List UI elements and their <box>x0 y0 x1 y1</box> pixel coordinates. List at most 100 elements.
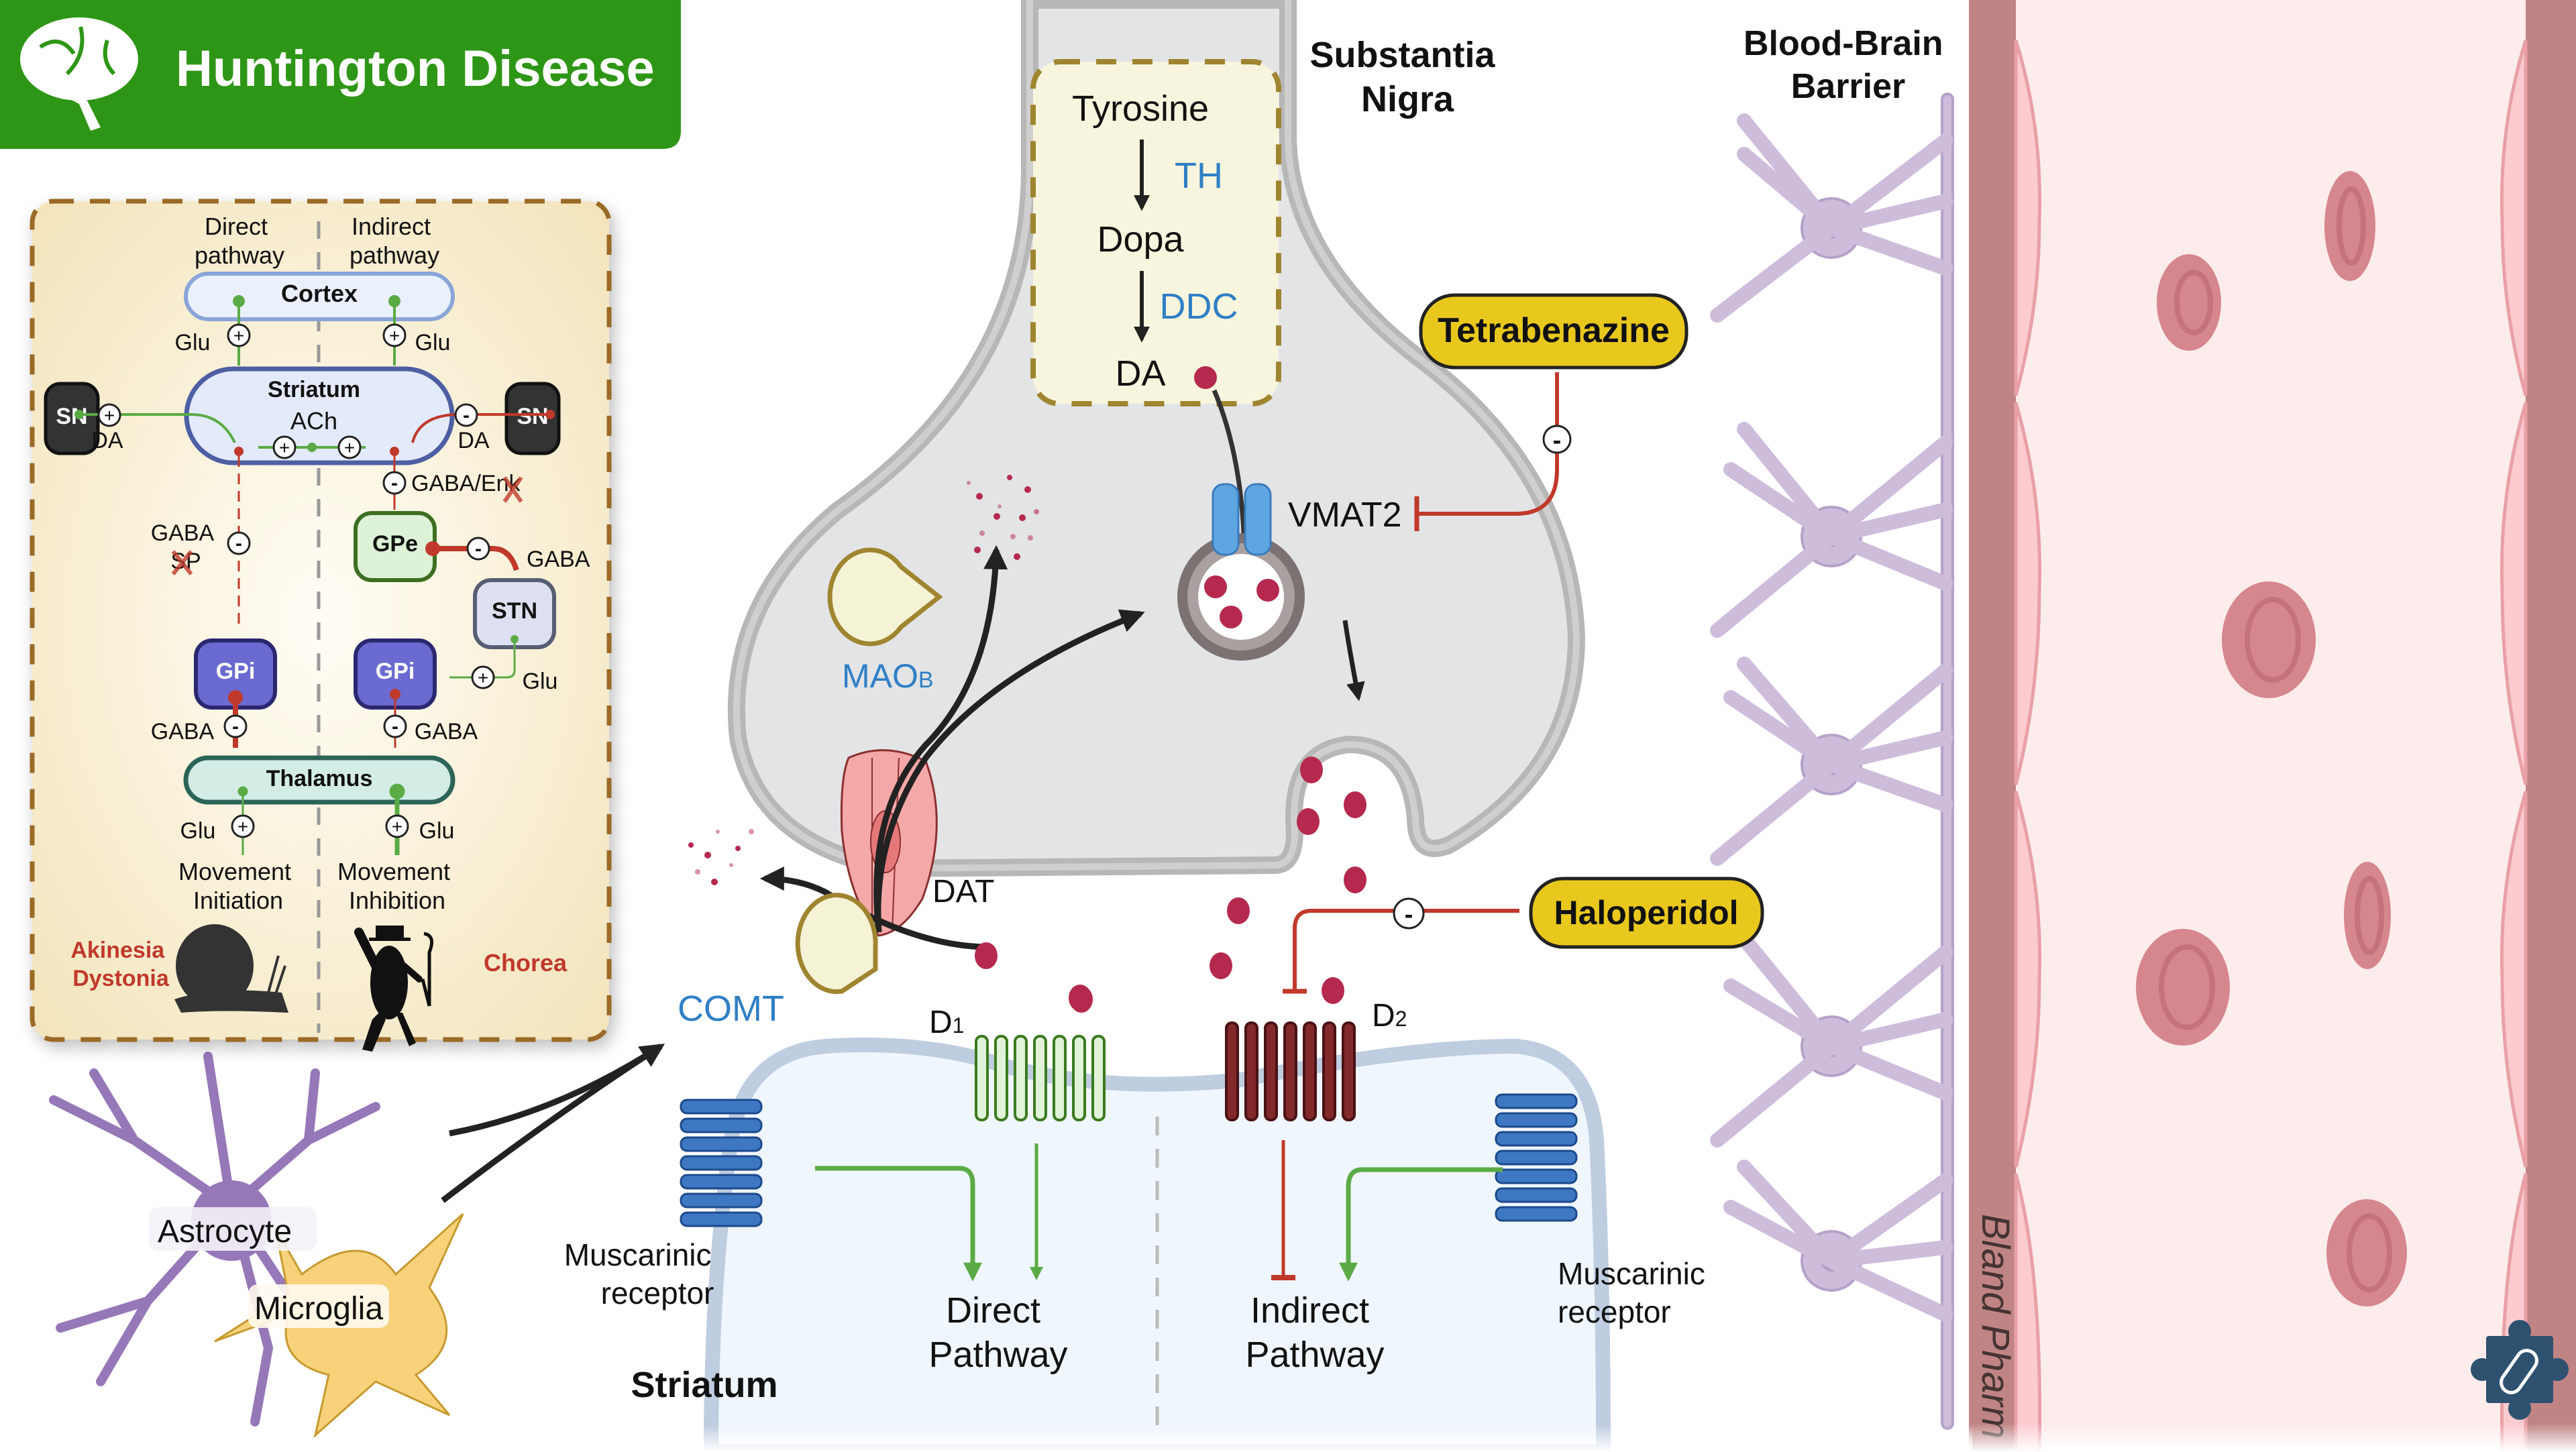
vmat2-transporter-icon <box>1212 483 1272 556</box>
bbb-astrocytes <box>1704 93 1972 1452</box>
plus-sign-circles <box>227 323 407 347</box>
glu-label: Glu <box>175 330 211 355</box>
glu-label: Glu <box>419 818 455 844</box>
stn-label: STN <box>492 598 537 624</box>
presynaptic-terminal <box>727 0 1586 878</box>
gaba-label: GABA <box>151 719 215 744</box>
bound-dopamine <box>1070 986 1093 1013</box>
muscarinic-receptor-right-icon <box>1495 1093 1578 1222</box>
microglia-label: Microglia <box>254 1291 383 1327</box>
glu-label: Glu <box>415 330 451 355</box>
plus-sign: + <box>392 816 402 837</box>
brain-icon <box>20 17 138 131</box>
striatum-node-label: Striatum <box>268 377 360 402</box>
haloperidol-label: Haloperidol <box>1554 894 1738 932</box>
plus-sign: + <box>478 667 488 688</box>
chorea-label: Chorea <box>484 949 568 976</box>
minus-sign: - <box>463 404 470 427</box>
muscarinic-receptor-left-icon <box>680 1099 763 1227</box>
thalamus-projections <box>231 783 409 855</box>
dancing-figure-icon <box>354 926 434 1052</box>
dopa-label: Dopa <box>1097 219 1184 260</box>
da-label: DA <box>458 428 490 453</box>
snail-icon <box>174 924 288 1013</box>
dat-label: DAT <box>932 874 994 909</box>
mao-b-enzyme-icon <box>827 547 943 647</box>
d1-label: D1 <box>929 1005 964 1040</box>
blood-vessel: Bland Pharm <box>1969 0 2576 1452</box>
minus-sign: - <box>392 716 398 738</box>
movement-initiation-label: Movement Initiation <box>178 858 298 914</box>
vmat2-label: VMAT2 <box>1288 496 1402 535</box>
striatum-label: Striatum <box>631 1365 777 1405</box>
sn-node-right <box>504 382 561 455</box>
sn-label: SN <box>517 404 548 429</box>
plus-sign: + <box>104 405 115 426</box>
bbb-label: Blood-Brain Barrier <box>1743 24 1953 106</box>
degraded-dopamine-comt <box>688 829 754 885</box>
glu-label: Glu <box>180 818 216 844</box>
plus-sign: + <box>279 437 290 458</box>
puzzle-pill-logo-icon <box>2471 1320 2569 1420</box>
inset-indirect-label: Indirect pathway <box>350 213 439 269</box>
sn-projections <box>74 403 555 459</box>
dopamine-molecule <box>1194 366 1217 389</box>
minus-sign: - <box>1405 901 1413 929</box>
cross-mark-icon <box>171 550 193 575</box>
ach-label: ACh <box>290 407 337 435</box>
glu-label: Glu <box>523 669 558 694</box>
gaba-label: GABA <box>415 719 478 744</box>
muscarinic-left-label: Muscarinic receptor <box>564 1237 720 1310</box>
th-enzyme-label: TH <box>1175 156 1223 196</box>
haloperidol-drug[interactable]: Haloperidol <box>1529 877 1764 949</box>
synaptic-vesicle <box>1177 533 1305 661</box>
gpe-label: GPe <box>372 531 418 557</box>
page-title: Huntington Disease <box>176 40 655 97</box>
thalamus-label: Thalamus <box>266 766 373 791</box>
minus-sign: - <box>235 533 242 555</box>
dopamine-synthesis-box: Tyrosine TH Dopa DDC DA <box>1030 59 1281 406</box>
da-label: DA <box>1115 353 1165 394</box>
d2-label: D2 <box>1372 998 1407 1034</box>
cross-mark-icon <box>502 476 523 503</box>
movement-inhibition-label: Movement Inhibition <box>337 858 457 914</box>
mao-b-label: MAOB <box>842 657 934 695</box>
minus-sign: - <box>391 472 398 494</box>
tetrabenazine-drug[interactable]: Tetrabenazine <box>1419 293 1688 370</box>
sn-node-left <box>44 382 100 455</box>
plus-sign: + <box>344 437 355 458</box>
astrocyte-label: Astrocyte <box>158 1214 292 1249</box>
direct-pathway-label: Direct Pathway <box>928 1290 1067 1375</box>
comt-label: COMT <box>678 989 784 1029</box>
gpi-label: GPi <box>216 659 256 684</box>
akinesia-dystonia-label: Akinesia Dystonia <box>70 938 170 991</box>
indirect-pathway-label: Indirect Pathway <box>1245 1290 1384 1375</box>
tetrabenazine-inhibition-line <box>1415 372 1559 516</box>
cortex-node <box>184 272 455 321</box>
thalamus-node <box>183 755 455 805</box>
minus-sign: - <box>475 538 482 560</box>
haloperidol-inhibition-line <box>1293 909 1519 991</box>
plus-sign: + <box>237 816 248 837</box>
astrocyte-label-bg <box>149 1207 389 1328</box>
cortex-label: Cortex <box>281 280 358 307</box>
gpi-label: GPi <box>376 659 415 684</box>
tetrabenazine-label: Tetrabenazine <box>1438 311 1670 350</box>
tyrosine-label: Tyrosine <box>1072 89 1209 129</box>
inset-direct-label: Direct pathway <box>195 213 284 269</box>
d1-receptor-icon <box>975 1035 1106 1121</box>
minus-sign: - <box>232 716 239 738</box>
degraded-dopamine <box>967 475 1039 560</box>
gaba-label: GABA <box>527 547 590 572</box>
plus-sign: + <box>389 325 400 346</box>
gaba-label: GABA <box>151 520 215 546</box>
da-label: DA <box>91 428 123 453</box>
d2-receptor-icon <box>1225 1021 1356 1121</box>
comt-enzyme-icon <box>795 893 878 995</box>
minus-sign: - <box>1553 427 1562 455</box>
gaba-enk-label: GABA/Enk <box>411 471 521 496</box>
muscarinic-right-label: Muscarinic receptor <box>1558 1256 1714 1329</box>
plus-sign: + <box>233 325 244 346</box>
header-banner: Huntington Disease <box>0 0 681 149</box>
ddc-enzyme-label: DDC <box>1160 286 1238 327</box>
